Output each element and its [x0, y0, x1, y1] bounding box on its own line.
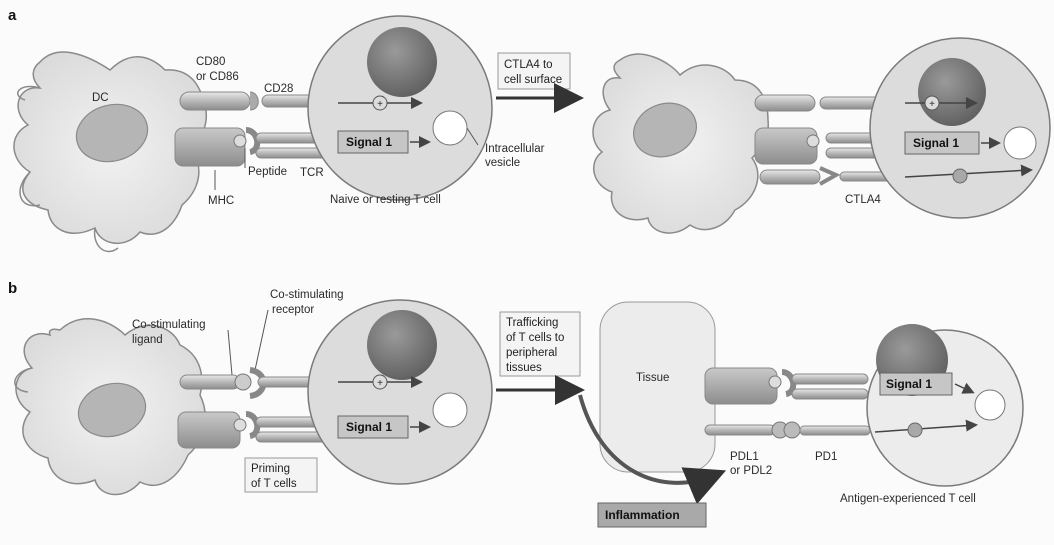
- peptide: [234, 135, 246, 147]
- panel-b-letter: b: [8, 280, 17, 297]
- arrow-label-1: CTLA4 to: [504, 59, 553, 71]
- tcr-label: TCR: [300, 167, 324, 179]
- arrow-label-2: cell surface: [504, 74, 562, 86]
- plus-sign-3: +: [377, 378, 383, 389]
- trafficking-label-3: peripheral: [506, 347, 557, 359]
- naive-t-cell-b: + Signal 1: [308, 300, 492, 484]
- tcell-label-a: Naive or resting T cell: [330, 194, 441, 206]
- ctla4-label: CTLA4: [845, 194, 881, 206]
- trafficking-label-2: of T cells to: [506, 332, 564, 344]
- dendritic-cell-b: [15, 319, 205, 495]
- mhc-molecule: [175, 128, 245, 166]
- inflammation-label: Inflammation: [605, 508, 680, 522]
- ligand-label-1: Co-stimulating: [132, 319, 206, 331]
- mhc-label: MHC: [208, 195, 234, 207]
- plus-sign: +: [377, 99, 383, 110]
- receptor-label-2: receptor: [272, 304, 314, 316]
- priming-label-1: Priming: [251, 463, 290, 475]
- dendritic-cell-a-right: [593, 54, 768, 233]
- pdl2-label: or PDL2: [730, 465, 772, 477]
- dc-label: DC: [92, 92, 109, 104]
- receptor-label-1: Co-stimulating: [270, 289, 344, 301]
- vesicle-label-2: vesicle: [485, 157, 520, 169]
- pdl1-molecule: [705, 425, 775, 435]
- priming-label-2: of T cells: [251, 478, 297, 490]
- signal1-label: Signal 1: [346, 135, 392, 149]
- signal1b-label-b: Signal 1: [886, 377, 932, 391]
- cd80-label: CD80: [196, 56, 225, 68]
- t-cell-a-right: + Signal 1: [870, 38, 1050, 218]
- tissue-label: Tissue: [636, 372, 669, 384]
- tcell-label-b: Antigen-experienced T cell: [840, 493, 976, 505]
- cd80-molecule: [180, 92, 250, 110]
- signal1-label-b: Signal 1: [346, 420, 392, 434]
- signal1b-label: Signal 1: [913, 136, 959, 150]
- pdl1-label: PDL1: [730, 451, 759, 463]
- peptide-label: Peptide: [248, 166, 287, 178]
- antigen-experienced-t-cell: Signal 1: [867, 324, 1023, 486]
- pd1-label: PD1: [815, 451, 837, 463]
- trafficking-label-4: tissues: [506, 362, 542, 374]
- cd86-label: or CD86: [196, 71, 239, 83]
- plus-sign-2: +: [929, 99, 935, 110]
- costim-ligand: [180, 375, 240, 389]
- panel-a-letter: a: [8, 7, 17, 24]
- naive-t-cell: + Signal 1: [308, 16, 492, 200]
- tissue-block: [600, 302, 715, 472]
- vesicle-label-1: Intracellular: [485, 143, 545, 155]
- trafficking-label-1: Trafficking: [506, 317, 558, 329]
- cd28-label: CD28: [264, 83, 293, 95]
- pd1-receptor: [800, 426, 870, 435]
- ligand-label-2: ligand: [132, 334, 163, 346]
- intracellular-vesicle: [433, 111, 467, 145]
